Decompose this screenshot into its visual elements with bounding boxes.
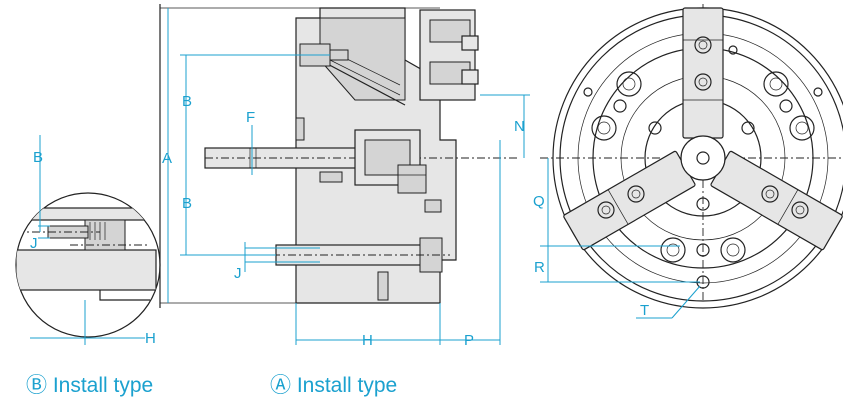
dim-label-j: J xyxy=(234,265,242,282)
dim-label-r: R xyxy=(534,259,545,276)
dim-label-q: Q xyxy=(533,193,545,210)
dim-label-t: T xyxy=(640,302,649,319)
caption-install-type-a: Ⓐ Install type xyxy=(270,374,398,397)
dim-label-f: F xyxy=(246,109,255,126)
dim-label-b-top: B xyxy=(182,93,192,110)
dim-label-detail-b: B xyxy=(33,149,43,166)
section-view xyxy=(159,4,530,345)
dim-label-b-bottom: B xyxy=(182,195,192,212)
caption-install-type-b: Ⓑ Install type xyxy=(26,374,154,397)
dim-label-a: A xyxy=(162,150,172,167)
dim-label-n: N xyxy=(514,118,525,135)
dim-label-detail-j: J xyxy=(30,235,38,252)
dim-label-h: H xyxy=(362,332,373,349)
front-view xyxy=(540,4,843,319)
detail-view-b xyxy=(15,135,161,345)
dim-label-detail-h: H xyxy=(145,330,156,347)
dim-label-p: P xyxy=(464,332,474,349)
